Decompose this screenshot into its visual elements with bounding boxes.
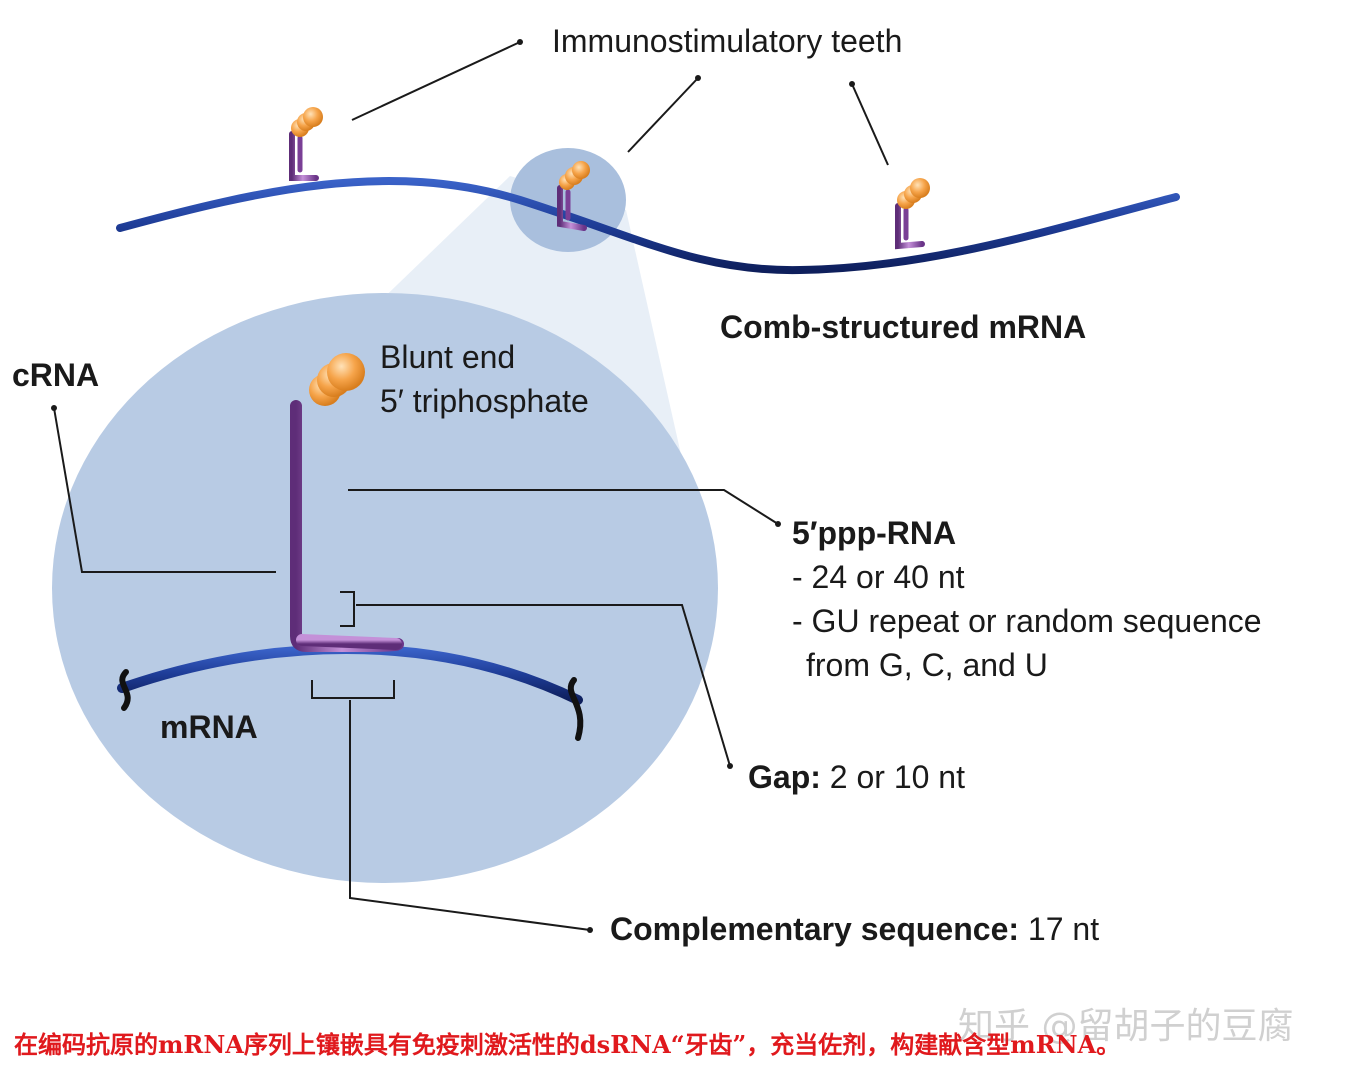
mrna-break-right — [567, 677, 584, 741]
immunostimulatory-tooth-3 — [895, 178, 930, 250]
watermark: 知乎 @留胡子的豆腐 — [958, 1006, 1294, 1047]
complementary-label-bold: Complementary sequence: — [610, 911, 1019, 947]
ppp-rna-leader — [348, 489, 781, 527]
zoom-circle — [52, 293, 718, 883]
ppp-rna-length: - 24 or 40 nt — [792, 559, 965, 595]
ppp-rna-sequence: - GU repeat or random sequence — [792, 603, 1262, 639]
triphosphate-label: 5′ triphosphate — [380, 383, 589, 419]
figure-caption: 在编码抗原的mRNA序列上镶嵌具有免疫刺激活性的dsRNA“牙齿”，充当佐剂，构… — [14, 1030, 1121, 1059]
gap-label-value: 2 or 10 nt — [821, 759, 965, 795]
teeth-label: Immunostimulatory teeth — [552, 23, 902, 59]
comb-mrna-strand — [116, 177, 1180, 275]
ppp-rna-sequence-cont: from G, C, and U — [806, 647, 1048, 683]
crna-leader — [51, 405, 276, 573]
zoomed-crna — [290, 400, 404, 652]
gap-label-bold: Gap: — [748, 759, 821, 795]
immunostimulatory-tooth-1 — [289, 107, 323, 181]
crna-label: cRNA — [12, 357, 99, 393]
zoomed-triphosphate — [309, 353, 365, 406]
comb-mrna-label: Comb-structured mRNA — [720, 309, 1086, 345]
mrna-break-left — [119, 669, 131, 711]
gap-bracket — [340, 591, 733, 769]
complementary-label: Complementary sequence: 17 nt — [610, 911, 1099, 947]
gap-label: Gap: 2 or 10 nt — [748, 759, 965, 795]
complementary-bracket — [311, 680, 593, 933]
immunostimulatory-tooth-2 — [557, 161, 590, 231]
mrna-label: mRNA — [160, 709, 258, 745]
blunt-end-label: Blunt end — [380, 339, 515, 375]
teeth-leader-lines — [351, 39, 889, 166]
complementary-label-value: 17 nt — [1019, 911, 1099, 947]
ppp-rna-title: 5′ppp-RNA — [792, 515, 956, 551]
